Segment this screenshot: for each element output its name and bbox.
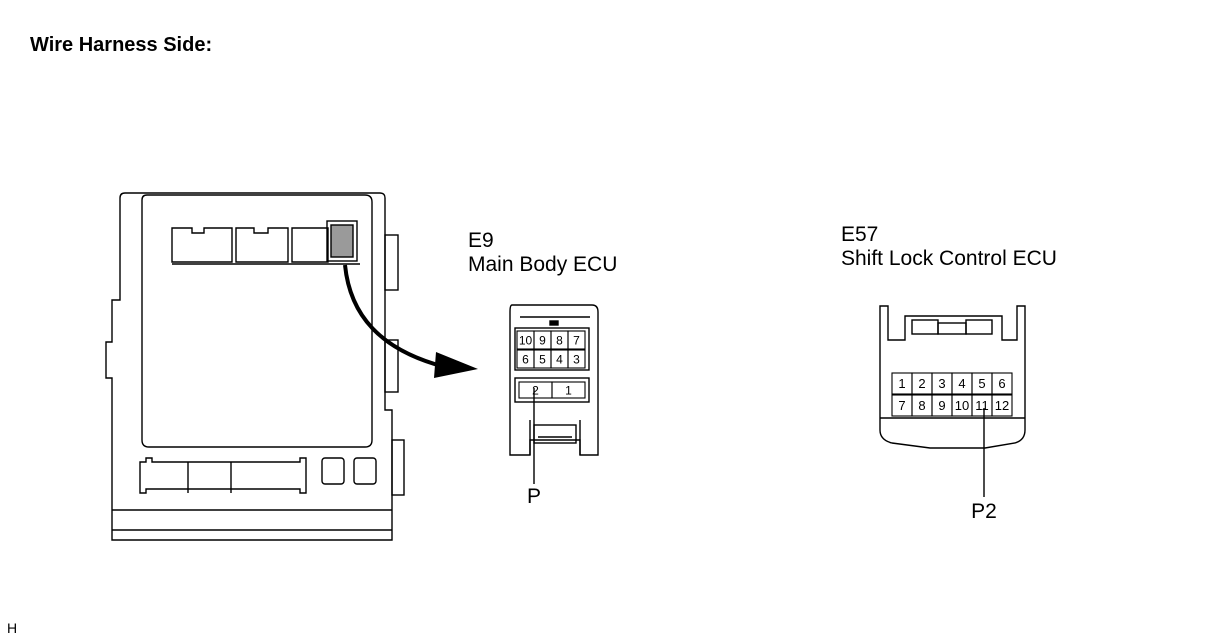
- e57-pin-label: 8: [918, 398, 925, 413]
- e57-pin-label: 2: [918, 376, 925, 391]
- e57-pin-label: 7: [898, 398, 905, 413]
- e57-pin-label: 10: [955, 398, 969, 413]
- e9-pin-cell: [567, 330, 586, 350]
- e9-pin-label: 1: [565, 383, 572, 397]
- e57-pin-label: 1: [898, 376, 905, 391]
- e57-pin-cell: [991, 372, 1013, 395]
- e9-code-label: E9: [468, 229, 494, 252]
- e57-code-label: E57: [841, 223, 879, 246]
- e57-pin-label: 3: [938, 376, 945, 391]
- e9-pin-label: 3: [573, 352, 580, 366]
- junction-block-illustration: [105, 192, 405, 541]
- e9-pin-cell: [567, 349, 586, 369]
- e9-callout-label: P: [527, 485, 541, 508]
- page-title: Wire Harness Side:: [30, 34, 213, 56]
- arrow-icon: [343, 264, 478, 378]
- e57-name-label: Shift Lock Control ECU: [841, 247, 1057, 270]
- e57-pin-label: 6: [998, 376, 1005, 391]
- e9-pin-label: 4: [556, 352, 563, 366]
- e57-pin-label: 12: [995, 398, 1009, 413]
- connector-e57: [879, 305, 1026, 449]
- e9-pin-label: 10: [519, 333, 533, 347]
- e9-name-label: Main Body ECU: [468, 253, 618, 276]
- e57-pin-label: 9: [938, 398, 945, 413]
- e9-pin-label: 2: [532, 383, 539, 397]
- e57-callout-label: P2: [971, 500, 997, 523]
- e9-pin-label: 7: [573, 333, 580, 347]
- e57-pin-label: 11: [975, 398, 989, 413]
- e9-pin-label: 8: [556, 333, 563, 347]
- e57-pin-cell: [991, 394, 1013, 417]
- e9-pin-cell: [551, 381, 586, 399]
- e9-pin-label: 9: [539, 333, 546, 347]
- e9-pin-label: 6: [522, 352, 529, 366]
- figure-mark: H: [7, 620, 18, 636]
- connector-e9: [509, 304, 599, 456]
- e57-pin-label: 5: [978, 376, 985, 391]
- e57-pin-label: 4: [958, 376, 965, 391]
- e9-pin-label: 5: [539, 352, 546, 366]
